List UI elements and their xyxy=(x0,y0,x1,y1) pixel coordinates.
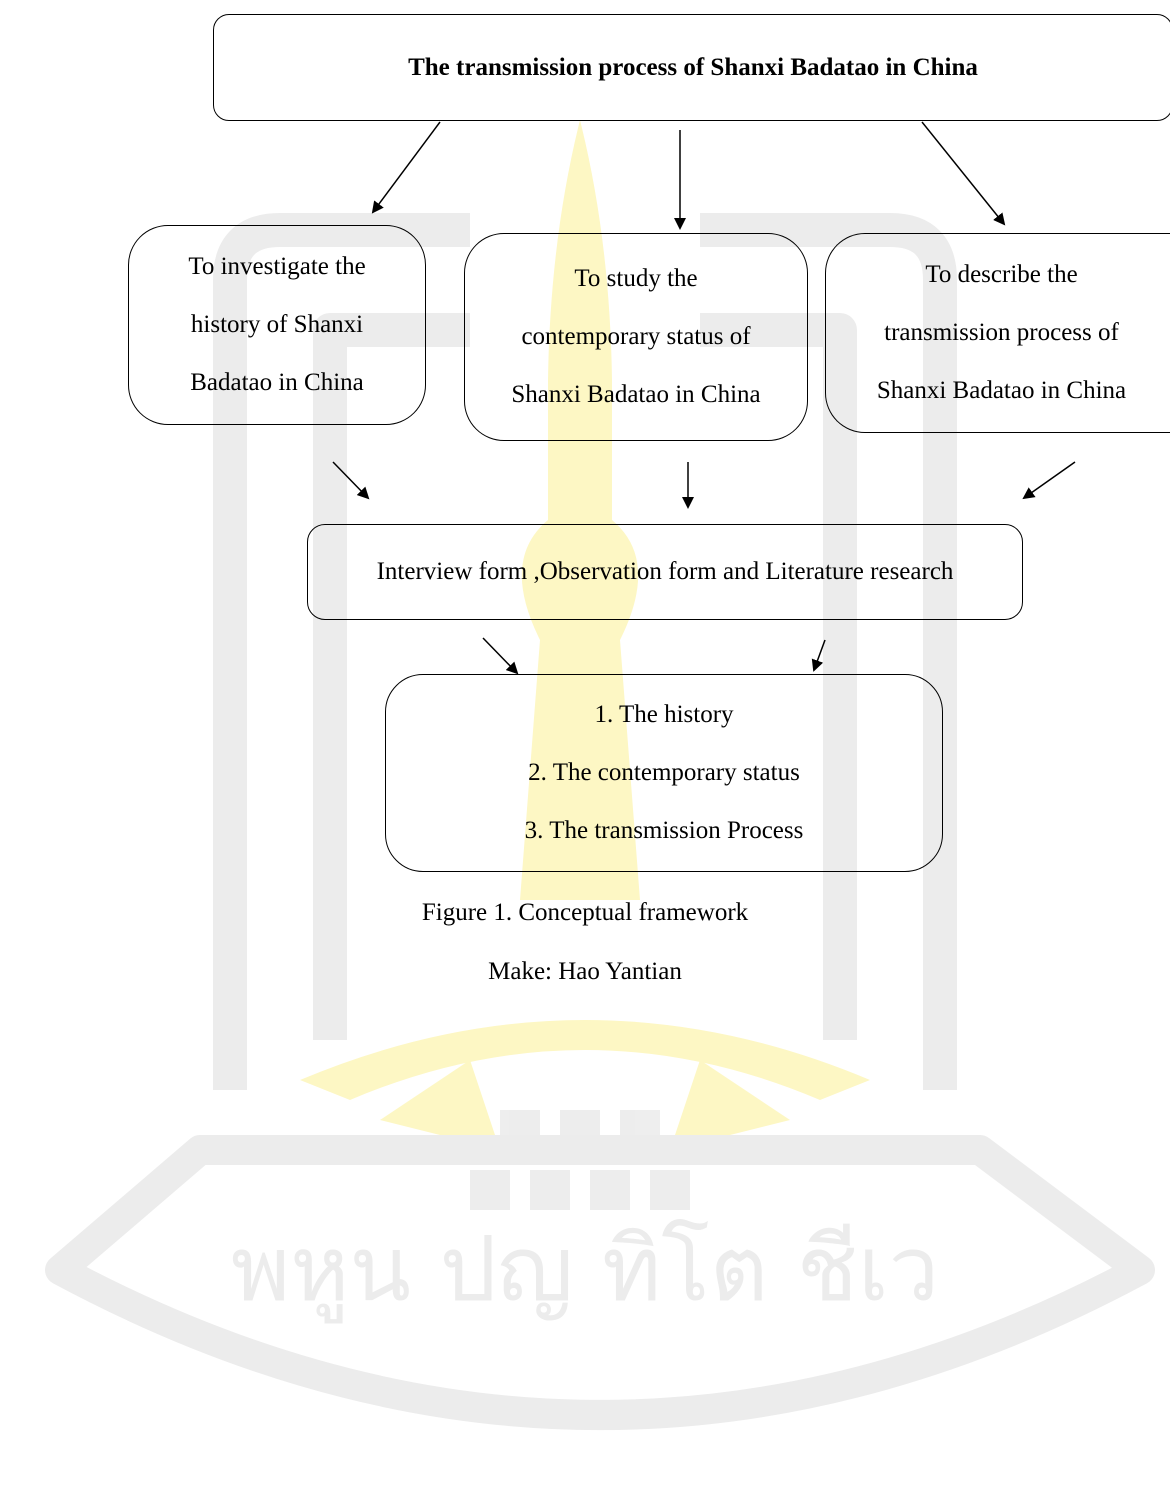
objective-box-history: To investigate the history of Shanxi Bad… xyxy=(128,225,426,425)
objective-1-line-1: To investigate the xyxy=(188,253,366,280)
objective-2-line-3: Shanxi Badatao in China xyxy=(511,381,761,408)
objective-1-line-3: Badatao in China xyxy=(190,369,364,396)
methods-box: Interview form ,Observation form and Lit… xyxy=(307,524,1023,620)
objective-1-line-2: history of Shanxi xyxy=(190,311,364,338)
result-item-2: 2. The contemporary status xyxy=(528,759,800,786)
result-item-3: 3. The transmission Process xyxy=(524,817,804,844)
objective-3-line-1: To describe the xyxy=(925,261,1078,288)
arrow-title-to-obj1 xyxy=(371,121,441,214)
arrow-title-to-obj3 xyxy=(921,121,1006,226)
arrow-obj1-to-method xyxy=(332,461,370,500)
objective-3-line-2: transmission process of xyxy=(884,319,1119,346)
results-box: 1. The history 2. The contemporary statu… xyxy=(385,674,943,872)
methods-text: Interview form ,Observation form and Lit… xyxy=(376,558,954,585)
title-box: The transmission process of Shanxi Badat… xyxy=(213,14,1170,121)
arrow-method-to-results-left xyxy=(482,637,519,675)
figure-caption: Figure 1. Conceptual framework xyxy=(421,899,749,926)
diagram-title: The transmission process of Shanxi Badat… xyxy=(408,53,978,81)
result-item-1: 1. The history xyxy=(594,701,734,728)
arrow-obj3-to-method xyxy=(1022,461,1076,500)
objective-box-status: To study the contemporary status of Shan… xyxy=(464,233,808,441)
objective-2-line-1: To study the xyxy=(574,265,698,292)
objective-box-transmission: To describe the transmission process of … xyxy=(825,233,1170,433)
objective-3-line-3: Shanxi Badatao in China xyxy=(876,377,1127,404)
objective-2-line-2: contemporary status of xyxy=(521,323,751,350)
figure-credit: Make: Hao Yantian xyxy=(488,958,682,985)
arrow-method-to-results-right xyxy=(811,639,826,672)
